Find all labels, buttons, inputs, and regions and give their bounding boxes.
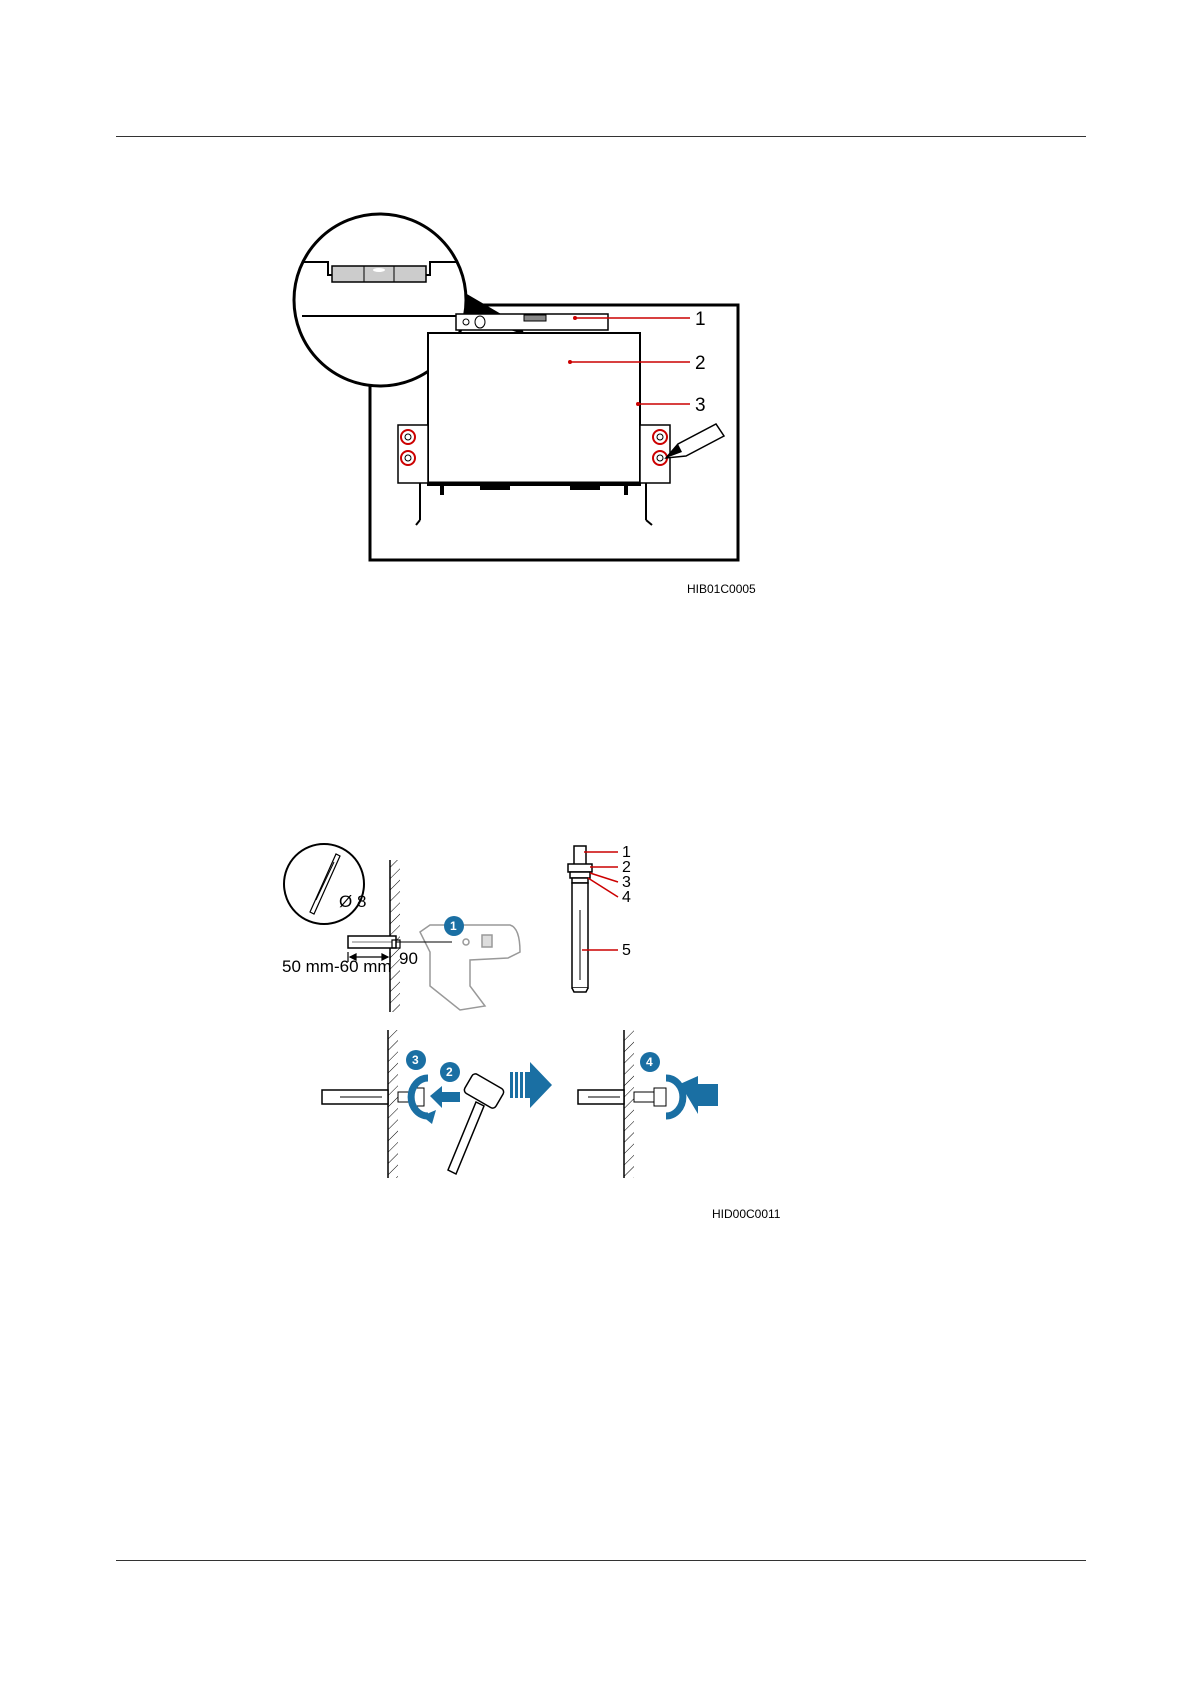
- step-4-number: 4: [646, 1055, 653, 1069]
- spirit-level-tool: [456, 314, 608, 330]
- figure1-callout-2: 2: [695, 353, 706, 374]
- transition-arrow: [510, 1062, 552, 1108]
- figure-level-marking-drawing: 1 2 3 HIB01C0005: [280, 200, 800, 600]
- device-body: [428, 333, 640, 495]
- figure2-callout-4: 4: [622, 889, 631, 906]
- figure-expansion-bolt: Ø 8 90 50 mm-60 mm 1: [270, 840, 790, 1230]
- hammer-icon: [448, 1072, 505, 1174]
- step-2-number: 2: [446, 1065, 453, 1079]
- drill-diameter-label: Ø 8: [339, 892, 366, 911]
- drill-bit-magnifier: [284, 844, 364, 924]
- wall-hatch-bottom-right: [624, 1030, 634, 1178]
- figure2-callout-5: 5: [622, 942, 631, 959]
- figure-expansion-bolt-drawing: Ø 8 90 50 mm-60 mm 1: [270, 840, 790, 1230]
- step-1-number: 1: [450, 919, 457, 933]
- header-rule: [116, 136, 1086, 137]
- marker-pen-icon: [666, 424, 724, 458]
- depth-label: 50 mm-60 mm: [282, 957, 392, 976]
- figure-level-marking: 1 2 3 HIB01C0005: [280, 200, 800, 600]
- loosen-arrow-step-4: [666, 1078, 683, 1116]
- figure1-callout-3: 3: [695, 395, 706, 416]
- expansion-bolt: [568, 846, 592, 992]
- wall-hatch-bottom-left: [388, 1030, 398, 1178]
- bolt-in-wall-right: [578, 1088, 666, 1106]
- hammer-drill-icon: [420, 925, 520, 1010]
- figure1-code: HIB01C0005: [687, 582, 756, 596]
- hammer-direction-arrow: [430, 1086, 460, 1108]
- step-3-number: 3: [412, 1053, 419, 1067]
- angle-label: 90: [399, 949, 418, 968]
- footer-rule: [116, 1560, 1086, 1561]
- figure1-callout-1: 1: [695, 309, 706, 330]
- figure2-code: HID00C0011: [712, 1207, 781, 1221]
